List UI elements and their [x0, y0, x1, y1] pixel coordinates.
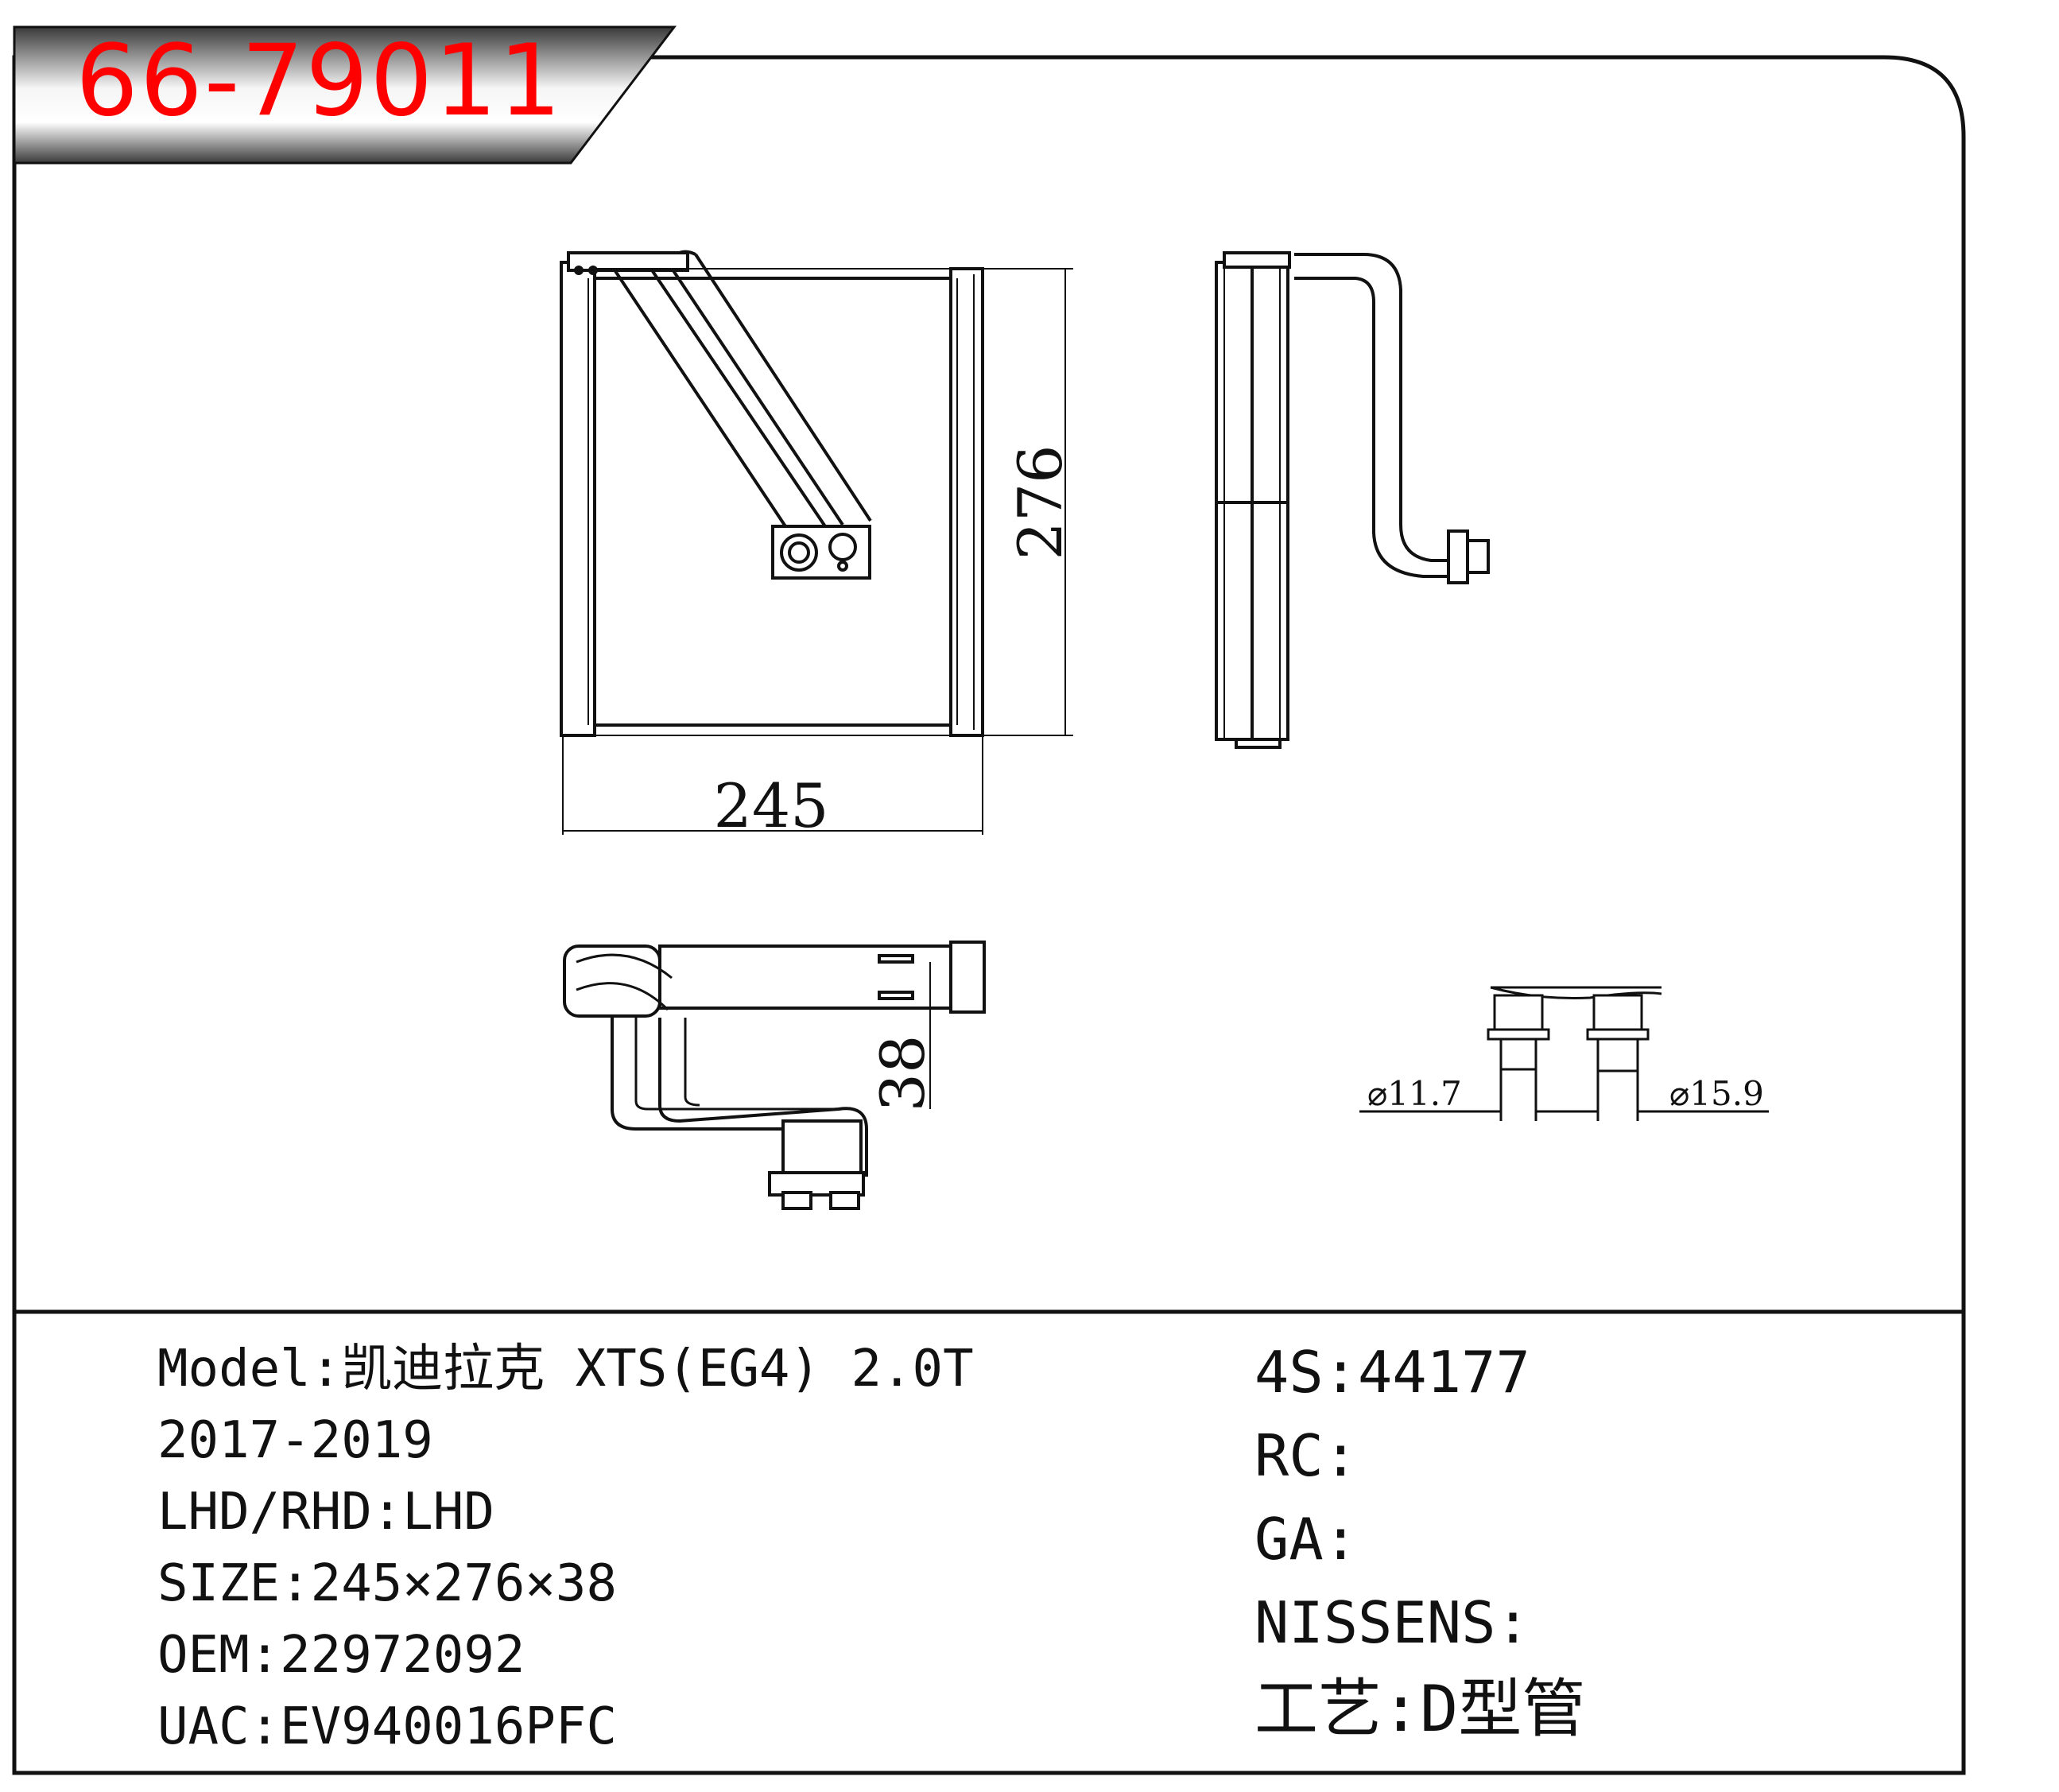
spec-nissens: NISSENS:	[1254, 1594, 1530, 1651]
spec-4s: 4S:44177	[1254, 1344, 1530, 1401]
dim-height-label: 276	[1005, 444, 1076, 560]
front-view-dimensions	[562, 268, 1073, 835]
spec-model-label: Model:	[157, 1340, 342, 1398]
top-view-dimensions	[914, 962, 946, 1109]
spec-size-value: 245×276×38	[310, 1554, 617, 1613]
dim-width-label: 245	[713, 770, 828, 841]
spec-process-value: D型管	[1420, 1672, 1586, 1746]
pipe-large-diameter: ⌀15.9	[1669, 1074, 1764, 1113]
spec-size-label: SIZE:	[157, 1554, 311, 1613]
front-view	[560, 250, 984, 737]
spec-ga-label: GA:	[1254, 1506, 1359, 1573]
spec-model: Model:凯迪拉克 XTS(EG4) 2.0T	[157, 1344, 974, 1394]
pipe-detail	[1359, 986, 1769, 1121]
spec-oem-value: 22972092	[280, 1626, 525, 1685]
sheet-border	[12, 55, 1966, 1775]
spec-years: 2017-2019	[157, 1415, 433, 1466]
spec-4s-value: 44177	[1358, 1339, 1530, 1406]
spec-process: 工艺:D型管	[1254, 1678, 1585, 1741]
spec-4s-label: 4S:	[1254, 1339, 1359, 1406]
spec-rc-label: RC:	[1254, 1422, 1359, 1489]
side-view	[1215, 251, 1490, 749]
spec-years-value: 2017-2019	[157, 1411, 433, 1470]
spec-drive-label: LHD/RHD:	[157, 1483, 403, 1542]
spec-size: SIZE:245×276×38	[157, 1558, 617, 1609]
spec-oem: OEM:22972092	[157, 1630, 525, 1681]
top-view	[563, 941, 986, 1210]
spec-uac-label: UAC:	[157, 1697, 281, 1756]
title-banner	[13, 25, 677, 165]
spec-rc: RC:	[1254, 1427, 1358, 1484]
spec-drive: LHD/RHD:LHD	[157, 1487, 494, 1538]
spec-uac: UAC:EV940016PFC	[157, 1701, 617, 1752]
spec-nissens-label: NISSENS:	[1254, 1589, 1530, 1656]
dim-depth-label: 38	[867, 1035, 938, 1112]
part-number-title: 66-79011	[76, 24, 563, 138]
spec-model-value: 凯迪拉克 XTS(EG4) 2.0T	[341, 1340, 974, 1398]
spec-ga: GA:	[1254, 1511, 1358, 1568]
spec-uac-value: EV940016PFC	[280, 1697, 617, 1756]
spec-oem-label: OEM:	[157, 1626, 281, 1685]
spec-process-label: 工艺:	[1254, 1672, 1421, 1746]
pipe-small-diameter: ⌀11.7	[1367, 1074, 1462, 1113]
spec-drive-value: LHD	[402, 1483, 494, 1542]
